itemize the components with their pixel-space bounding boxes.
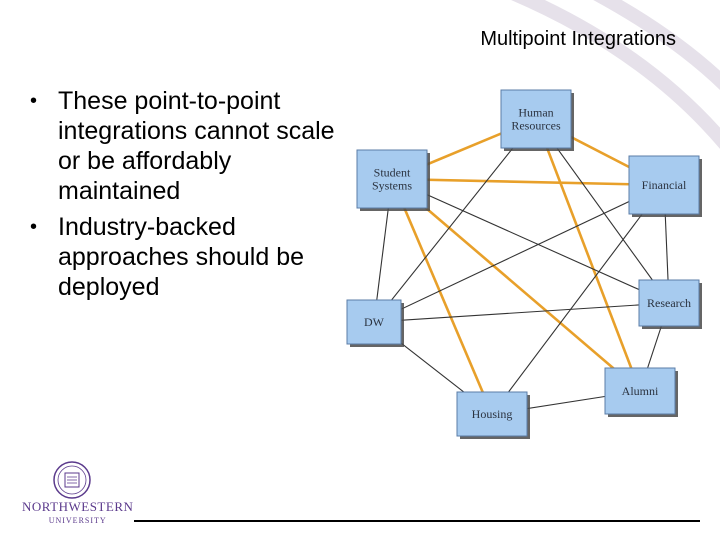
node-box — [500, 89, 572, 149]
edge-financial-housing — [491, 184, 665, 415]
node-label: Human — [518, 106, 553, 120]
node-label: Research — [647, 296, 691, 310]
bullet-symbol: • — [30, 90, 38, 112]
node-box — [356, 149, 428, 209]
node-research: Research — [638, 279, 702, 329]
node-label: Alumni — [622, 384, 659, 398]
university-wordmark: NORTHWESTERN UNIVERSITY — [22, 500, 133, 528]
bullet-text: These point-to-point integrations cannot… — [58, 87, 335, 205]
node-label: Student — [374, 166, 411, 180]
edge-student-financial — [391, 177, 665, 187]
node-label: Financial — [642, 178, 687, 192]
bullet-symbol: • — [30, 216, 38, 238]
node-alumni: Alumni — [604, 367, 678, 417]
bullet-item: • Industry-backed approaches should be d… — [30, 212, 350, 302]
edge-student-housing — [390, 178, 494, 415]
university-subtitle: UNIVERSITY — [48, 516, 107, 525]
node-financial: Financial — [628, 155, 702, 217]
node-dw: DW — [346, 299, 404, 347]
node-box — [628, 155, 700, 215]
node-label: Resources — [511, 119, 561, 133]
node-box — [456, 391, 528, 437]
node-label: Housing — [472, 407, 513, 421]
slide-title: Multipoint Integrations — [480, 28, 676, 50]
edge-hr-alumni — [534, 118, 642, 392]
decorative-corner-arcs — [511, 0, 720, 150]
node-box — [604, 367, 676, 415]
bullet-list: • These point-to-point integrations cann… — [30, 86, 350, 308]
edge-dw-research — [373, 302, 670, 323]
edge-hr-dw — [373, 118, 537, 323]
node-label: Systems — [372, 179, 412, 193]
footer-divider — [134, 520, 700, 522]
edge-financial-dw — [373, 184, 665, 323]
bullet-item: • These point-to-point integrations cann… — [30, 86, 350, 206]
node-box — [638, 279, 700, 327]
bullet-text: Industry-backed approaches should be dep… — [58, 213, 305, 301]
node-label: DW — [364, 315, 385, 329]
university-name: NORTHWESTERN — [22, 499, 134, 514]
edge-student-alumni — [391, 178, 641, 392]
node-box — [346, 299, 402, 345]
edge-student-research — [391, 178, 670, 304]
university-seal-icon — [53, 461, 91, 499]
node-housing: Housing — [456, 391, 530, 439]
